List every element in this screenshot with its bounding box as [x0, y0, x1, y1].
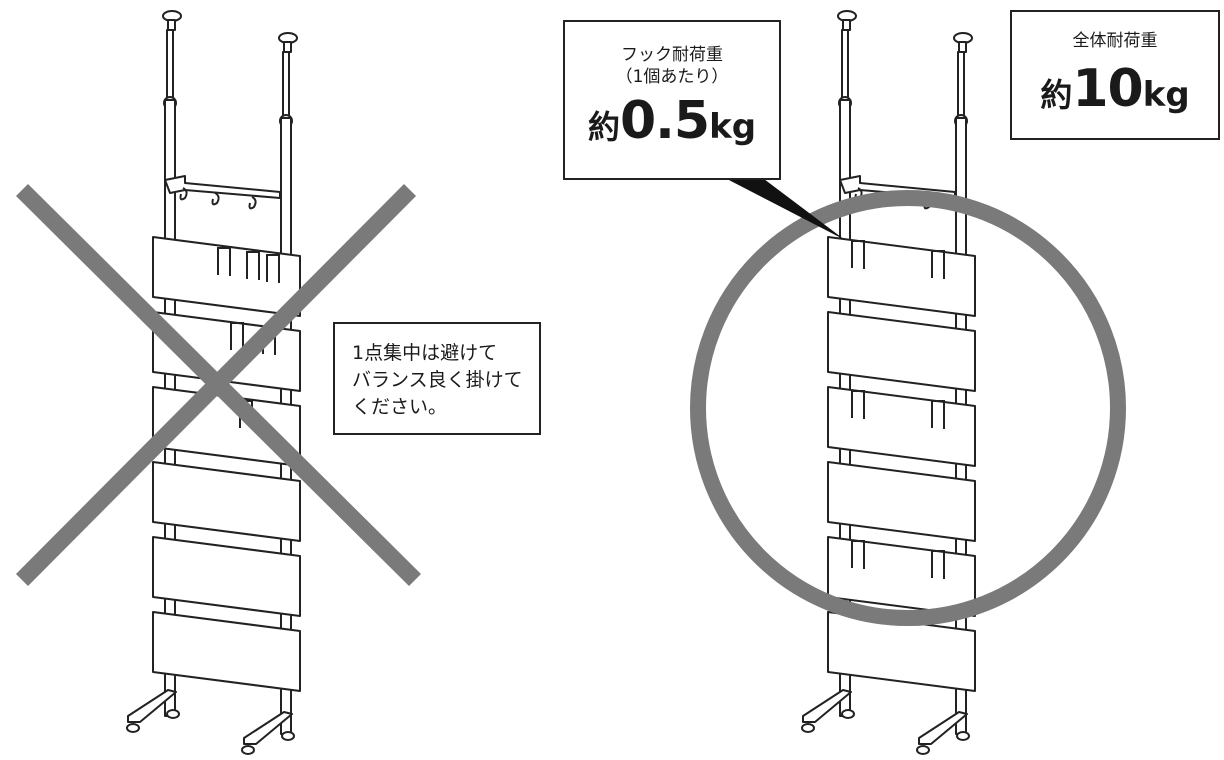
o-mark	[690, 190, 1126, 626]
note-line-1: 1点集中は避けて	[352, 342, 498, 364]
hook-load-number: 0.5	[619, 91, 710, 151]
total-load-prefix: 約	[1040, 76, 1073, 114]
hook-load-callout: フック耐荷重 （1個あたり） 約0.5kg	[563, 20, 781, 180]
total-load-value: 約10kg	[1012, 63, 1218, 126]
hook-load-subtitle: （1個あたり）	[615, 67, 729, 87]
total-load-unit: kg	[1142, 75, 1190, 115]
total-load-callout: 全体耐荷重 約10kg	[1010, 10, 1220, 140]
note-line-3: ください。	[352, 396, 448, 418]
rack-right	[801, 10, 976, 755]
hook-load-value: 約0.5kg	[565, 95, 779, 158]
hook-load-unit: kg	[709, 107, 757, 147]
hook-load-title: フック耐荷重	[621, 45, 723, 65]
note-line-2: バランス良く掛けて	[352, 369, 523, 391]
total-load-number: 10	[1072, 59, 1143, 119]
x-mark	[15, 183, 421, 587]
callout-pointer	[725, 176, 845, 240]
panel-hooks-right	[851, 240, 945, 579]
hook-load-prefix: 約	[587, 108, 620, 146]
total-load-title: 全体耐荷重	[1072, 31, 1158, 51]
balance-note: 1点集中は避けて バランス良く掛けて ください。	[333, 322, 541, 435]
